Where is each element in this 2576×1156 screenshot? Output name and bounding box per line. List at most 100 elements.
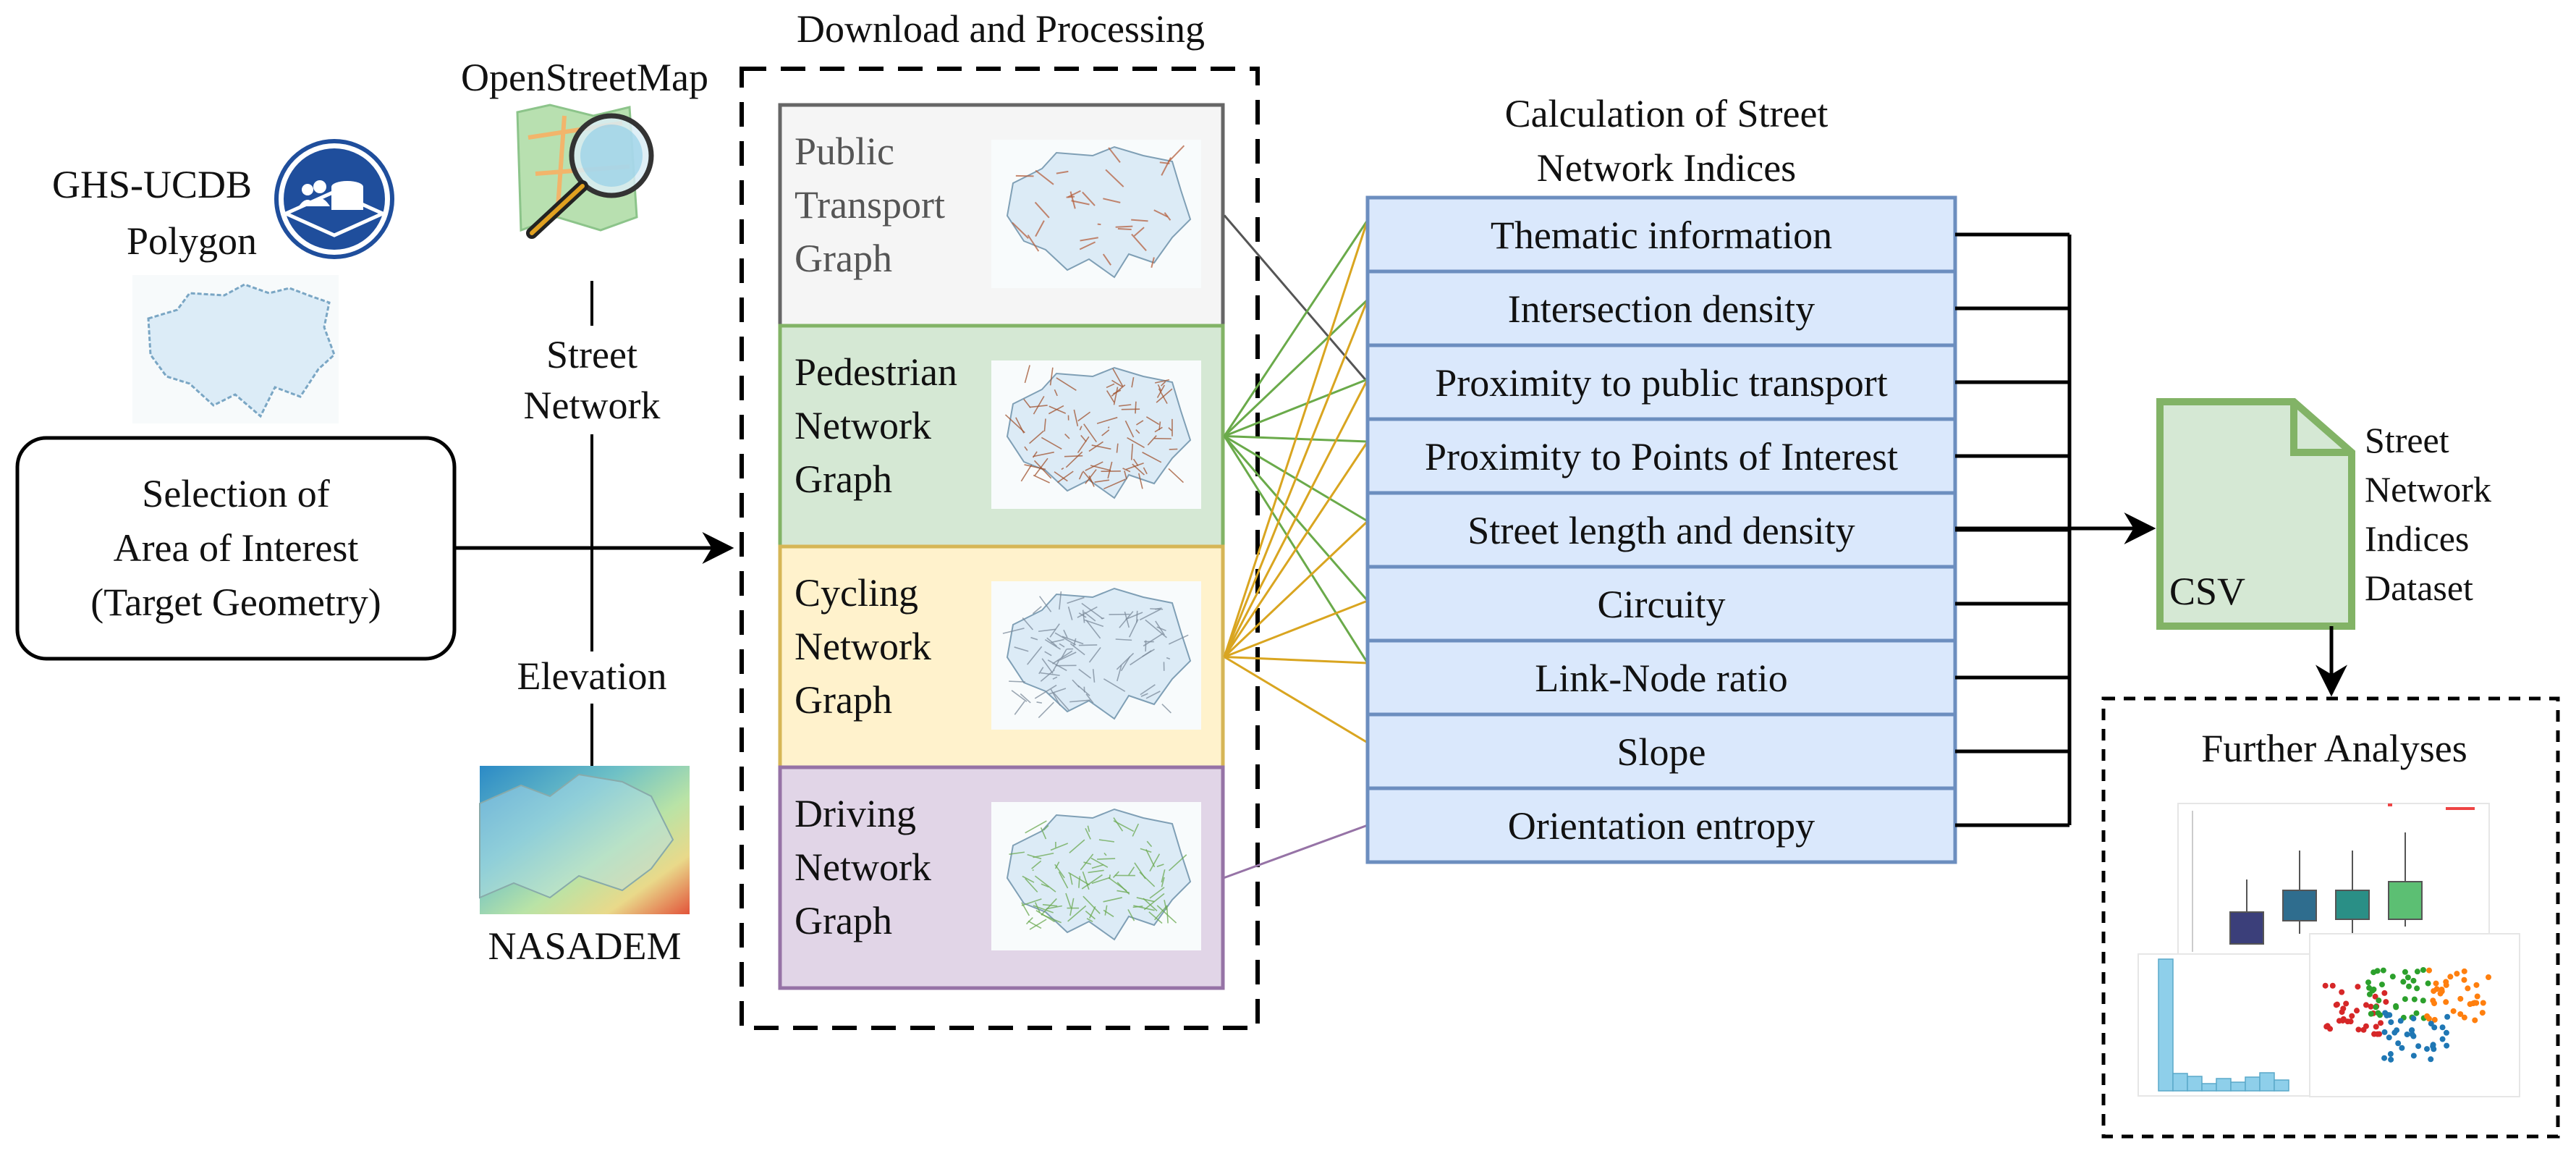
index-label-6: Link-Node ratio [1535,657,1787,700]
graph-1-line-0: Pedestrian [795,350,957,394]
scatter-dot [2388,1056,2394,1063]
scatter-dot [2339,989,2345,995]
scatter-dot [2457,1011,2464,1017]
scatter-dot [2387,1051,2394,1058]
dataset-line-4: Dataset [2365,568,2473,608]
scatter-dot [2413,1010,2420,1016]
scatter-dot [2450,1008,2457,1014]
scatter-dot [2443,1029,2449,1036]
scatter-dot [2443,999,2449,1005]
openstreetmap-logo-icon [516,104,654,239]
scatter-dot [2479,1010,2486,1016]
scatter-dot [2400,979,2407,985]
scatter-dot [2404,1031,2410,1038]
scatter-dot [2393,1003,2399,1009]
scatter-dot [2410,977,2417,984]
scatter-dot [2410,1052,2417,1059]
scatter-dot [2439,1036,2446,1042]
scatter-dot [2383,999,2389,1005]
street-label: Street [546,333,637,376]
scatter-dot [2431,988,2437,995]
scatter-dot [2381,1029,2388,1035]
scatter-dot [2444,1042,2450,1049]
ghs-ucdb-label: GHS-UCDB [52,163,252,206]
scatter-dot [2415,1043,2422,1050]
csv-label: CSV [2169,570,2245,613]
scatter-dot [2406,983,2412,990]
scatter-dot [2368,1011,2374,1017]
scatter-dot [2389,974,2396,980]
scatter-dot [2340,1005,2347,1012]
graph-3-map-thumbnail [991,802,1201,950]
network-label: Network [524,384,661,427]
index-row-8: Orientation entropy [1365,786,1957,864]
scatter-dot [2388,1019,2394,1026]
nasadem-label: NASADEM [488,924,681,968]
scatter-dot [2402,996,2408,1003]
link-graph-2-index-5 [1224,599,1368,658]
scatter-dot [2373,1024,2379,1030]
scatter-dot [2354,1008,2360,1014]
scatter-dot [2424,1013,2431,1019]
scatter-dot [2474,993,2480,1000]
scatter-dot [2343,1000,2350,1007]
scatter-dot [2486,974,2492,980]
scatter-dot [2447,974,2454,980]
scatter-dot [2327,1026,2334,1032]
scatter-dot [2370,969,2377,976]
index-label-0: Thematic information [1491,214,1832,257]
scatter-dot [2386,1034,2392,1041]
link-graph-2-index-4 [1223,520,1369,658]
scatter-dot [2391,1029,2398,1036]
graph-2-map-thumbnail [991,581,1201,730]
index-label-5: Circuity [1598,583,1726,626]
scatter-dot [2365,979,2371,986]
scatter-dot [2380,967,2386,974]
download-processing-frame [740,67,1260,1030]
index-row-0: Thematic information [1365,195,1957,274]
scatter-dot [2428,1056,2434,1063]
index-label-8: Orientation entropy [1508,804,1815,848]
scatter-dot [2480,1000,2486,1006]
area-of-interest-box: Selection of Area of Interest (Target Ge… [15,436,457,661]
link-graph-1-index-0 [1223,219,1369,437]
index-label-7: Slope [1617,730,1706,774]
further-analyses-title: Further Analyses [2201,727,2467,770]
graph-1-line-1: Network [795,404,931,447]
scatter-dot [2372,993,2378,1000]
scatter-dot [2414,969,2420,975]
scatter-dot [2363,1002,2369,1008]
link-graph-1-index-1 [1223,298,1369,437]
index-row-4: Street length and density [1365,491,1957,569]
scatter-dot [2381,1055,2388,1061]
scatter-dot [2410,1016,2417,1022]
graph-0-line-2: Graph [795,237,892,280]
graph-3-line-0: Driving [795,792,916,835]
scatter-dot [2399,1045,2405,1051]
openstreetmap-label: OpenStreetMap [461,56,708,99]
graph-index-links [1223,214,1369,879]
scatter-dot [2439,1024,2446,1031]
index-row-3: Proximity to Points of Interest [1365,417,1957,495]
dataset-line-1: Street [2365,420,2449,460]
link-graph-3-index-8 [1224,824,1368,879]
download-processing-title: Download and Processing [797,7,1205,51]
link-graph-2-index-3 [1223,441,1369,658]
index-row-1: Intersection density [1365,269,1957,347]
analyses-boxplot-thumbnail [2177,803,2490,956]
scatter-dot [2369,987,2376,994]
scatter-dot [2430,1042,2436,1048]
scatter-dot [2420,967,2426,974]
scatter-dot [2443,979,2449,985]
scatter-dot [2368,1003,2374,1010]
scatter-dot [2457,995,2464,1002]
aoi-line-3: (Target Geometry) [90,581,381,624]
index-row-5: Circuity [1365,565,1957,643]
scatter-dot [2378,1020,2384,1026]
scatter-dot [2402,969,2408,975]
scatter-dot [2424,1046,2431,1052]
